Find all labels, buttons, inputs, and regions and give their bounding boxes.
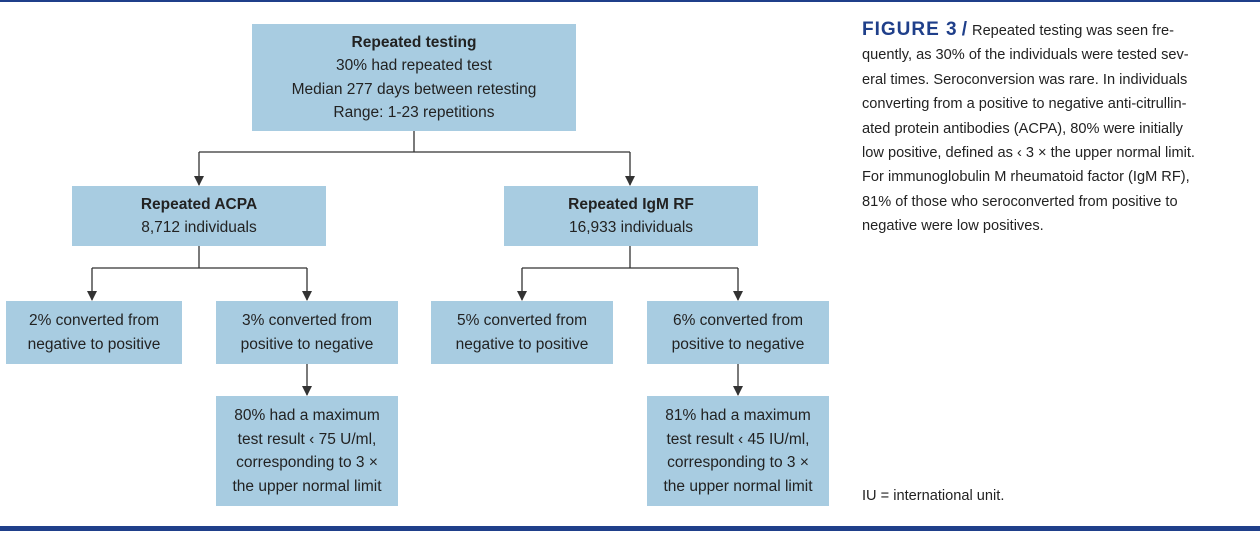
node-line: 81% had a maximum xyxy=(665,407,811,424)
caption-line: low positive, defined as ‹ 3 × the upper… xyxy=(862,145,1195,162)
node-line: 8,712 individuals xyxy=(141,219,257,236)
node-line: 5% converted from xyxy=(456,312,588,329)
node-igm-pos-to-neg: 6% converted from positive to negative xyxy=(647,301,829,364)
node-line: Range: 1-23 repetitions xyxy=(333,104,495,121)
node-line: positive to negative xyxy=(240,335,374,353)
node-line: negative to positive xyxy=(27,335,161,353)
node-line: negative to positive xyxy=(455,335,589,353)
node-line: positive to negative xyxy=(671,335,805,353)
node-title: Repeated testing xyxy=(351,33,477,51)
caption-line: eral times. Seroconversion was rare. In … xyxy=(862,71,1188,88)
node-line: 6% converted from xyxy=(672,312,804,329)
node-title: Repeated ACPA xyxy=(140,195,258,213)
caption-line: quently, as 30% of the individuals were … xyxy=(862,47,1189,64)
node-repeated-testing: Repeated testing 30% had repeated test M… xyxy=(252,24,576,131)
caption-line: For immunoglobulin M rheumatoid factor (… xyxy=(862,169,1190,186)
caption-line: negative were low positives. xyxy=(862,218,1044,235)
node-line: 16,933 individuals xyxy=(568,219,694,236)
node-line: 80% had a maximum xyxy=(234,407,380,424)
caption-line: converting from a positive to negative a… xyxy=(862,96,1187,113)
caption-first-line: FIGURE 3 / Repeated testing was seen fre… xyxy=(862,18,1247,43)
bottom-rule xyxy=(0,526,1260,531)
node-line: the upper normal limit xyxy=(232,477,382,495)
node-acpa-pos-to-neg: 3% converted from positive to negative xyxy=(216,301,398,364)
node-acpa-neg-to-pos: 2% converted from negative to positive xyxy=(6,301,182,364)
node-line: test result ‹ 75 U/ml, xyxy=(237,430,377,448)
caption-line: ated protein antibodies (ACPA), 80% were… xyxy=(862,120,1183,137)
caption-line: 81% of those who seroconverted from posi… xyxy=(862,193,1178,210)
node-line: 2% converted from xyxy=(28,312,160,329)
node-line: 3% converted from xyxy=(241,312,373,329)
caption-line: Repeated testing was seen fre- xyxy=(972,23,1175,39)
node-line: corresponding to 3 × xyxy=(667,454,809,471)
figure-caption: FIGURE 3 / Repeated testing was seen fre… xyxy=(862,18,1247,239)
node-title: Repeated IgM RF xyxy=(568,195,694,213)
node-repeated-igm-rf: Repeated IgM RF 16,933 individuals xyxy=(504,186,758,246)
node-repeated-acpa: Repeated ACPA 8,712 individuals xyxy=(72,186,326,246)
top-rule xyxy=(0,0,1260,2)
node-line: the upper normal limit xyxy=(663,477,813,495)
figure-label-separator: / xyxy=(961,19,968,40)
node-line: Median 277 days between retesting xyxy=(291,80,537,98)
figure-label: FIGURE 3 xyxy=(862,19,958,40)
node-line: corresponding to 3 × xyxy=(236,454,378,471)
node-line: test result ‹ 45 IU/ml, xyxy=(666,430,810,448)
footnote: IU = international unit. xyxy=(862,488,1005,504)
node-igm-neg-to-pos: 5% converted from negative to positive xyxy=(431,301,613,364)
node-igm-maximum: 81% had a maximum test result ‹ 45 IU/ml… xyxy=(647,396,829,506)
node-acpa-maximum: 80% had a maximum test result ‹ 75 U/ml,… xyxy=(216,396,398,506)
node-line: 30% had repeated test xyxy=(336,57,492,74)
